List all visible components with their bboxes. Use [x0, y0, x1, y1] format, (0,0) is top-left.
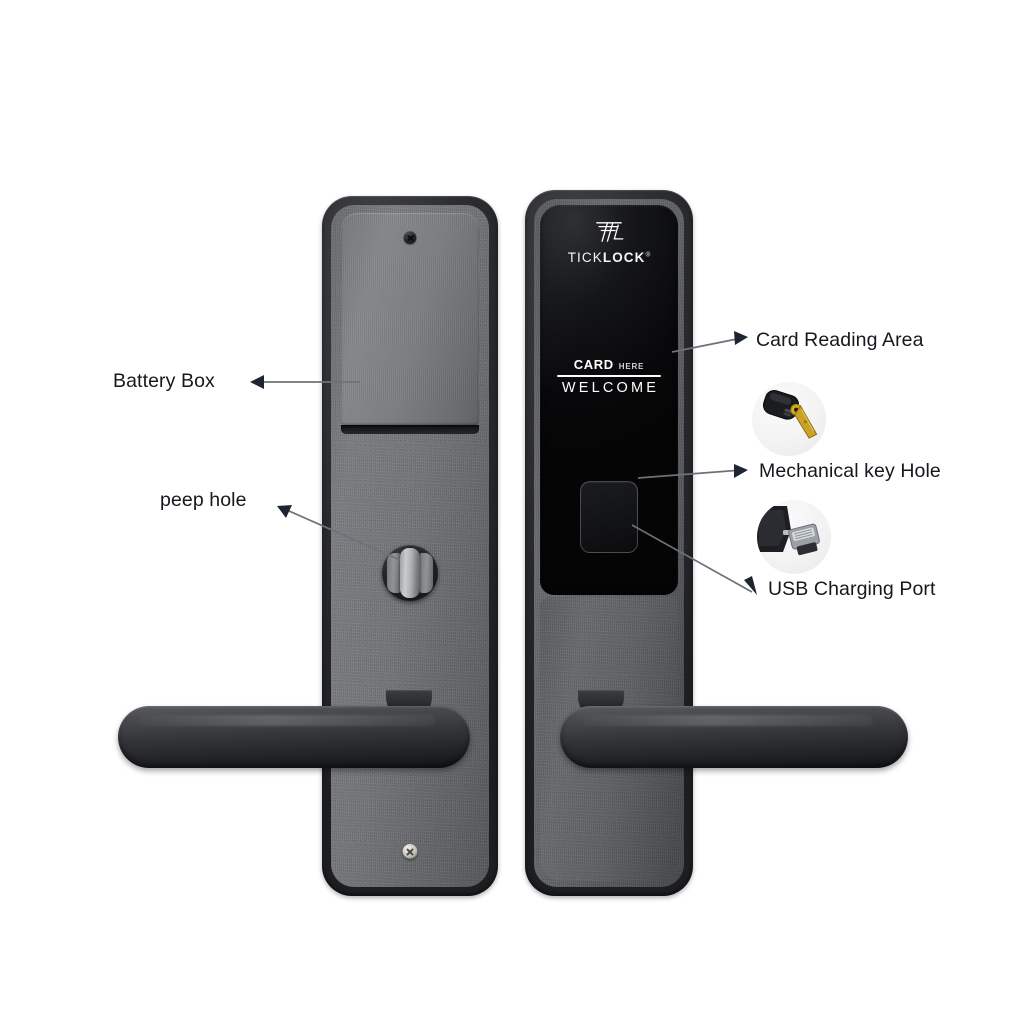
interior-escutcheon [322, 196, 498, 896]
card-divider-rule [557, 375, 661, 377]
thumb-turn-wing-right [420, 553, 433, 593]
thumb-turn-knob[interactable] [382, 545, 438, 601]
exterior-lever-handle[interactable] [560, 706, 908, 768]
mechanical-key-illustration [762, 390, 818, 439]
mechanical-key-icon [752, 382, 826, 456]
exterior-lever-highlight [580, 715, 874, 726]
usb-charging-illustration [757, 506, 820, 556]
brand-block: TICKLOCK® [540, 219, 678, 265]
touch-glass-panel[interactable]: TICKLOCK® CARD HERE WELCOME [540, 205, 678, 595]
arrowhead-peep-hole [277, 505, 292, 518]
callout-label-battery-box: Battery Box [113, 370, 215, 392]
card-prompt-secondary: HERE [618, 362, 645, 371]
interior-lever-handle[interactable] [118, 706, 470, 768]
brand-word-tick: TICK [567, 250, 603, 265]
battery-cover[interactable] [341, 213, 479, 425]
arrowhead-card-reading-area [734, 331, 748, 345]
bottom-fixing-screw [402, 844, 418, 859]
callout-label-card-reading-area: Card Reading Area [756, 329, 924, 351]
callout-label-peep-hole: peep hole [160, 489, 247, 511]
ticklock-monogram-logo [596, 222, 624, 242]
brand-wordmark: TICKLOCK® [568, 250, 651, 265]
exterior-panel-face: TICKLOCK® CARD HERE WELCOME [534, 199, 684, 887]
key-and-usb-cover-flap[interactable] [580, 481, 638, 553]
battery-cover-seam [341, 425, 479, 434]
interior-lever-highlight [139, 715, 435, 726]
card-prompt-primary: CARD [573, 357, 614, 372]
card-reading-area[interactable]: CARD HERE WELCOME [557, 357, 661, 396]
interior-panel-face [331, 205, 489, 887]
brand-word-lock: LOCK [602, 250, 646, 265]
card-prompt-line: CARD HERE [557, 357, 661, 372]
arrowhead-battery-box [250, 375, 264, 389]
brand-trademark-symbol: ® [645, 251, 651, 259]
welcome-text: WELCOME [561, 380, 660, 396]
usb-connector-icon [757, 500, 831, 574]
callout-label-mechanical-key-hole: Mechanical key Hole [759, 460, 941, 482]
top-fixing-screw [403, 231, 417, 244]
callout-label-usb-charging-port: USB Charging Port [768, 578, 936, 600]
thumb-turn-grip-bar [400, 548, 420, 598]
thumb-turn-wing-left [387, 553, 400, 593]
exterior-escutcheon: TICKLOCK® CARD HERE WELCOME [525, 190, 693, 896]
arrowhead-mechanical-key-hole [734, 464, 748, 478]
arrowhead-usb-charging-port [744, 576, 757, 595]
